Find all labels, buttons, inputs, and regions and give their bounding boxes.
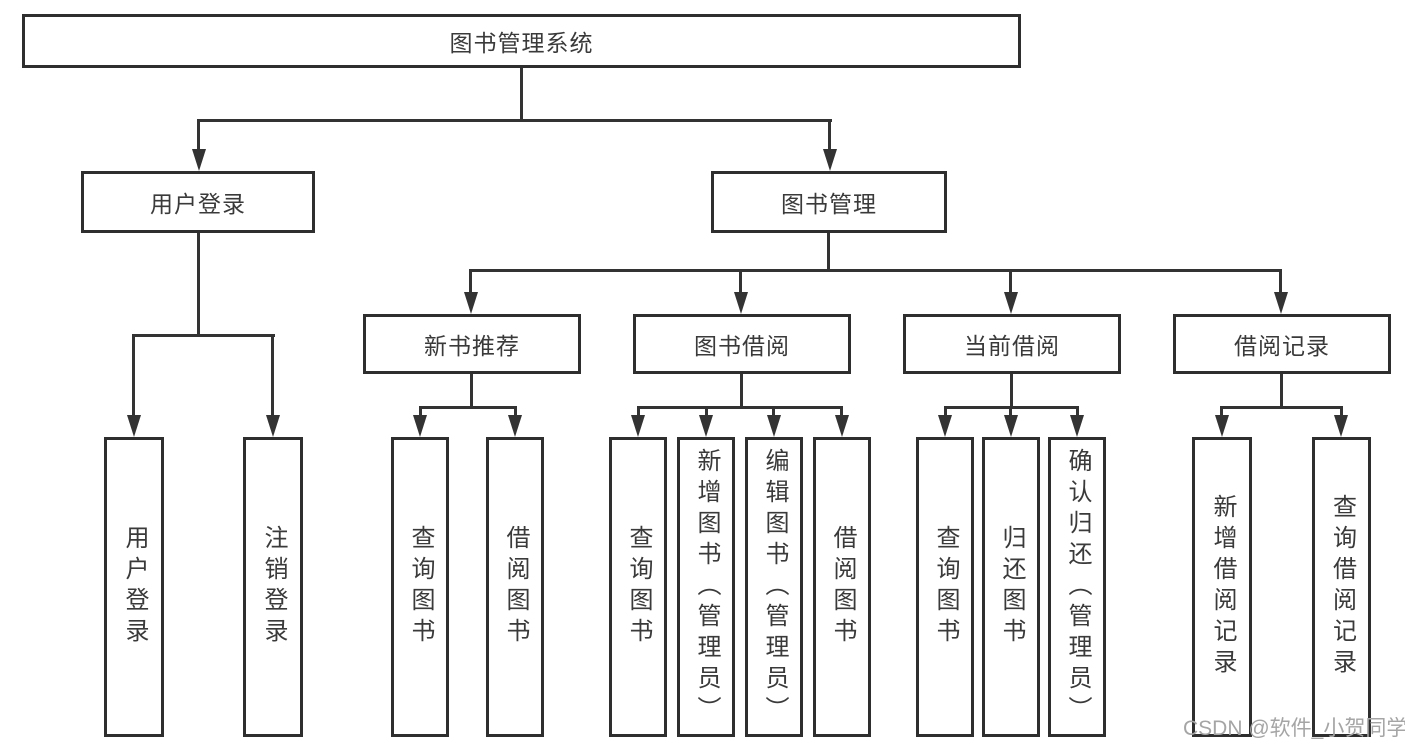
arrow-down-icon xyxy=(823,149,837,171)
node-label: 借阅记录 xyxy=(1234,333,1330,359)
connector-line xyxy=(705,406,708,418)
arrow-down-icon xyxy=(835,415,849,437)
connector-line xyxy=(469,269,472,295)
leaf-borrow-books: 借阅图书 xyxy=(486,437,544,737)
connector-line xyxy=(1220,406,1223,418)
leaf-edit-books-admin: 编辑图书（管理员） xyxy=(745,437,803,737)
leaf-add-borrow-record: 新增借阅记录 xyxy=(1192,437,1252,737)
node-label: 借阅图书 xyxy=(502,525,529,649)
node-label: 查询图书 xyxy=(407,525,434,649)
node-label: 新书推荐 xyxy=(424,333,520,359)
node-label: 图书管理 xyxy=(781,191,877,217)
arrow-down-icon xyxy=(413,415,427,437)
connector-line xyxy=(1009,269,1012,295)
node-current-borrow: 当前借阅 xyxy=(903,314,1121,374)
connector-line xyxy=(840,406,843,418)
arrow-down-icon xyxy=(1070,415,1084,437)
node-label: 用户登录 xyxy=(121,525,148,649)
arrow-down-icon xyxy=(734,292,748,314)
connector-line xyxy=(197,233,200,336)
arrow-down-icon xyxy=(1004,415,1018,437)
node-label: 图书借阅 xyxy=(694,333,790,359)
connector-line xyxy=(520,68,523,120)
connector-line xyxy=(469,269,1282,272)
node-user-login: 用户登录 xyxy=(81,171,315,233)
node-borrow-record: 借阅记录 xyxy=(1173,314,1391,374)
arrow-down-icon xyxy=(192,149,206,171)
connector-line xyxy=(197,119,832,122)
node-label: 确认归还（管理员） xyxy=(1064,447,1091,727)
leaf-return-books: 归还图书 xyxy=(982,437,1040,737)
node-label: 借阅图书 xyxy=(829,525,856,649)
connector-line xyxy=(1280,374,1283,409)
connector-line xyxy=(197,119,200,151)
leaf-user-login: 用户登录 xyxy=(104,437,164,737)
arrow-down-icon xyxy=(508,415,522,437)
node-label: 注销登录 xyxy=(260,525,287,649)
connector-line xyxy=(828,119,831,151)
node-label: 查询图书 xyxy=(932,525,959,649)
arrow-down-icon xyxy=(699,415,713,437)
arrow-down-icon xyxy=(127,415,141,437)
arrow-down-icon xyxy=(767,415,781,437)
node-label: 图书管理系统 xyxy=(449,30,594,56)
connector-line xyxy=(740,374,743,409)
connector-line xyxy=(132,334,135,418)
node-label: 查询借阅记录 xyxy=(1328,494,1356,680)
connector-line xyxy=(271,334,274,418)
leaf-borrow-books: 借阅图书 xyxy=(813,437,871,737)
connector-line xyxy=(772,406,775,418)
leaf-query-books: 查询图书 xyxy=(916,437,974,737)
connector-line xyxy=(637,406,843,409)
node-label: 用户登录 xyxy=(150,191,246,217)
watermark: CSDN @软件_小贺同学 xyxy=(1183,717,1405,740)
node-book-management: 图书管理 xyxy=(711,171,947,233)
arrow-down-icon xyxy=(1215,415,1229,437)
node-label: 归还图书 xyxy=(998,525,1025,649)
arrow-down-icon xyxy=(1004,292,1018,314)
node-label: 当前借阅 xyxy=(964,333,1060,359)
node-book-borrow: 图书借阅 xyxy=(633,314,851,374)
arrow-down-icon xyxy=(938,415,952,437)
connector-line xyxy=(944,406,947,418)
node-new-book-recommend: 新书推荐 xyxy=(363,314,581,374)
connector-line xyxy=(1220,406,1343,409)
connector-line xyxy=(132,334,275,337)
connector-line xyxy=(827,233,830,272)
arrow-down-icon xyxy=(631,415,645,437)
connector-line xyxy=(1340,406,1343,418)
leaf-query-borrow-record: 查询借阅记录 xyxy=(1312,437,1371,737)
node-library-system: 图书管理系统 xyxy=(22,14,1021,68)
connector-line xyxy=(419,406,517,409)
leaf-query-books: 查询图书 xyxy=(609,437,667,737)
arrow-down-icon xyxy=(1274,292,1288,314)
arrow-down-icon xyxy=(1334,415,1348,437)
connector-line xyxy=(1279,269,1282,295)
connector-line xyxy=(1076,406,1079,418)
connector-line xyxy=(739,269,742,295)
connector-line xyxy=(419,406,422,418)
leaf-confirm-return-admin: 确认归还（管理员） xyxy=(1048,437,1106,737)
leaf-add-books-admin: 新增图书（管理员） xyxy=(677,437,735,737)
leaf-query-books: 查询图书 xyxy=(391,437,449,737)
node-label: 新增借阅记录 xyxy=(1209,494,1236,680)
node-label: 编辑图书（管理员） xyxy=(761,447,788,727)
connector-line xyxy=(514,406,517,418)
connector-line xyxy=(1010,374,1013,409)
node-label: 查询图书 xyxy=(625,525,652,649)
connector-line xyxy=(1009,406,1012,418)
leaf-logout: 注销登录 xyxy=(243,437,303,737)
node-label: 新增图书（管理员） xyxy=(693,447,720,727)
connector-line xyxy=(470,374,473,409)
arrow-down-icon xyxy=(266,415,280,437)
arrow-down-icon xyxy=(464,292,478,314)
connector-line xyxy=(637,406,640,418)
